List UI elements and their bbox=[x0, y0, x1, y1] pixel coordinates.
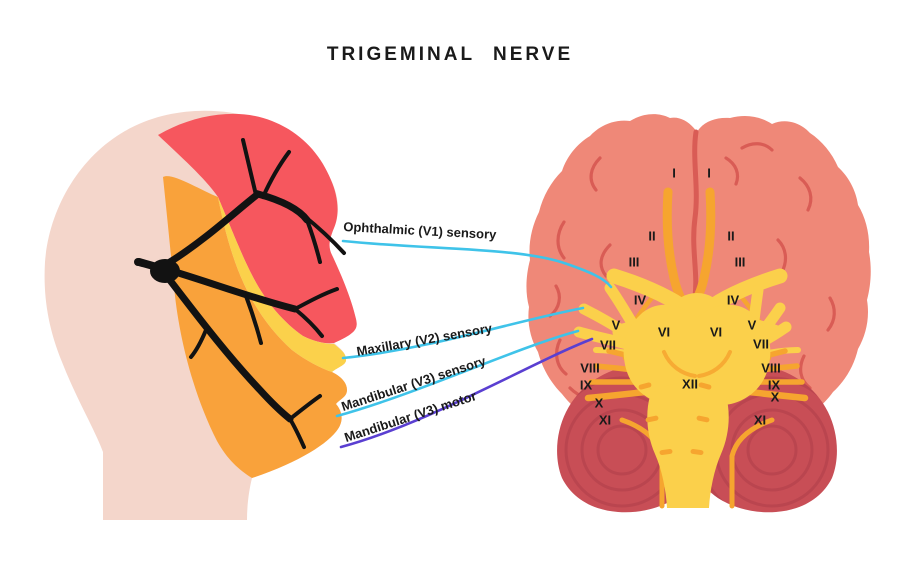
cranial-nerve-numeral-VI: VI bbox=[657, 324, 671, 340]
longitudinal-fissure bbox=[691, 129, 699, 299]
leader-line-mandibular-sensory bbox=[335, 329, 580, 418]
maxillary-region bbox=[218, 197, 347, 372]
brain-inferior-view-illustration bbox=[526, 114, 871, 513]
cranial-nerve-numeral-XII: XII bbox=[682, 376, 698, 392]
leader-line-maxillary bbox=[341, 306, 585, 360]
cranial-nerve-numeral-II: II bbox=[648, 228, 656, 244]
cranial-nerve-numeral-III: III bbox=[628, 254, 640, 270]
cranial-nerve-numeral-VII: VII bbox=[753, 336, 769, 352]
leader-lines bbox=[335, 239, 613, 449]
cranial-nerve-numeral-IV: IV bbox=[633, 292, 647, 308]
cranial-nerve-numeral-III: III bbox=[734, 254, 746, 270]
cranial-nerve-numeral-XI: XI bbox=[598, 412, 612, 428]
facial-nerve-branches bbox=[165, 138, 346, 449]
medulla-spinal-cord bbox=[647, 383, 729, 508]
cranial-nerve-numeral-X: X bbox=[770, 389, 780, 405]
pons bbox=[623, 304, 771, 406]
cranial-nerve-numeral-IX: IX bbox=[579, 377, 593, 393]
cranial-nerve-numeral-I: I bbox=[707, 165, 711, 181]
cranial-nerve-numeral-V: V bbox=[611, 317, 621, 333]
accessory-nerve-right bbox=[729, 417, 775, 509]
hypoglossal-rootlets bbox=[638, 382, 712, 456]
trigeminal-ganglion bbox=[134, 258, 180, 283]
ophthalmic-region bbox=[158, 113, 357, 344]
cranial-nerve-numeral-IX: IX bbox=[767, 377, 781, 393]
leader-line-ophthalmic bbox=[341, 239, 613, 289]
cranial-nerve-numeral-XI: XI bbox=[753, 412, 767, 428]
cranial-nerve-numeral-VII: VII bbox=[600, 337, 616, 353]
page-title: TRIGEMINAL NERVE bbox=[326, 44, 574, 65]
cranial-nerve-numeral-X: X bbox=[594, 395, 604, 411]
head-profile-illustration bbox=[44, 110, 357, 520]
cranial-nerve-numeral-VI: VI bbox=[709, 324, 723, 340]
cranial-nerve-numeral-II: II bbox=[727, 228, 735, 244]
cranial-nerve-numeral-V: V bbox=[747, 317, 757, 333]
leader-line-mandibular-motor bbox=[339, 337, 594, 449]
cranial-nerve-numeral-IV: IV bbox=[726, 292, 740, 308]
cranial-nerve-numeral-I: I bbox=[672, 165, 676, 181]
pons-creases bbox=[662, 350, 732, 378]
cranial-nerve-numeral-VIII: VIII bbox=[761, 360, 781, 376]
cranial-nerve-numeral-VIII: VIII bbox=[580, 360, 600, 376]
